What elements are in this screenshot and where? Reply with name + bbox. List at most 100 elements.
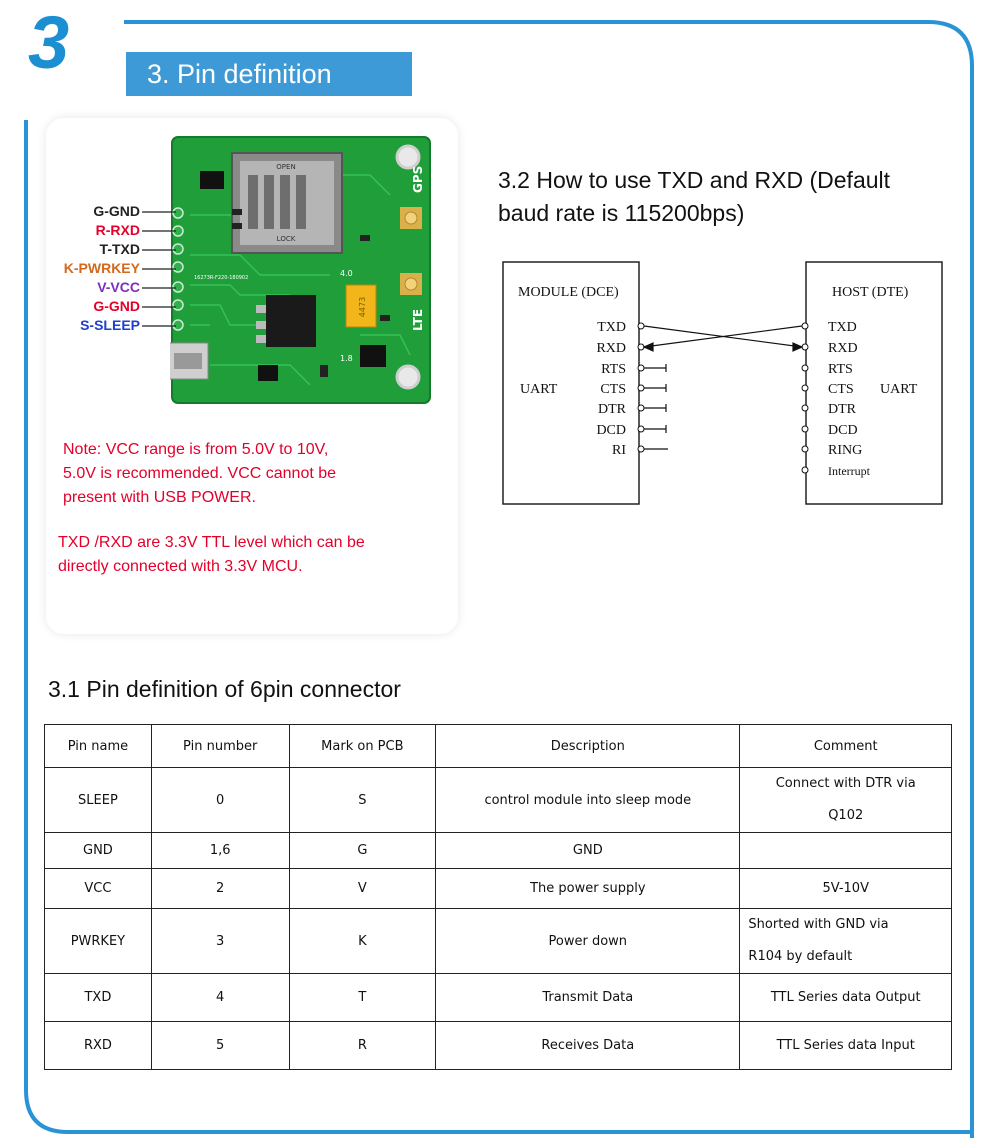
pin-label: G-GND [93,298,140,314]
host-signal: DCD [828,423,858,438]
module-signal: RTS [601,362,626,377]
cell-number: 3 [150,908,290,974]
module-pin-dot [637,445,645,453]
cell-desc: The power supply [435,868,741,909]
silk-open: OPEN [276,163,295,171]
module-signal: CTS [600,382,626,397]
silk-lock: LOCK [277,235,296,243]
section-3-1-heading: 3.1 Pin definition of 6pin connector [48,676,401,702]
pcb-board-image: OPEN LOCK GPS LTE 4473 4.0 16273R-F220-1… [170,136,431,404]
module-pin-dot [637,425,645,433]
cell-desc: Receives Data [435,1021,741,1070]
module-pin-dot [637,404,645,412]
silk-v18: 1.8 [340,354,353,363]
module-pin-dot [637,322,645,330]
section-3-2-line-2: baud rate is 115200bps) [498,200,745,226]
host-signal: RING [828,443,862,458]
module-signal: TXD [597,320,626,335]
module-signal: DCD [596,423,626,438]
module-signal-list: TXD RXD RTS CTS DTR DCD RI [596,320,645,458]
section-title: 3. Pin definition [126,52,412,96]
host-pin-dot [801,466,809,474]
cell-number: 5 [150,1021,290,1070]
cell-mark: R [288,1021,437,1070]
comment-line-2: R104 by default [748,949,853,964]
cell-mark: K [288,908,437,974]
note-line-3: present with USB POWER. [63,489,256,506]
pin-label: K-PWRKEY [63,260,140,276]
module-signal: RI [612,443,626,458]
pin-definition-table: Pin name Pin number Mark on PCB Descript… [44,724,952,1070]
module-label: MODULE (DCE) [518,285,619,300]
section-3-2-heading: 3.2 How to use TXD and RXD (Default baud… [498,164,958,230]
cell-number: 1,6 [150,832,290,869]
comment-line-1: Connect with DTR via [775,776,916,791]
module-uart: UART [520,382,558,397]
cell-comment: 5V-10V [739,868,952,909]
cell-mark: S [288,767,437,833]
host-pin-dot [801,384,809,392]
host-label: HOST (DTE) [832,285,909,300]
module-pin-dot [637,384,645,392]
host-pin-dot [801,364,809,372]
table-header-row: Pin name Pin number Mark on PCB Descript… [44,724,952,768]
cell-name: GND [44,832,152,869]
silk-code: 16273R-F220-180902 [194,275,248,281]
cell-mark: T [288,973,437,1022]
host-signal: RTS [828,362,853,377]
host-pin-dot [801,425,809,433]
host-signal: DTR [828,402,857,417]
note-line-2: 5.0V is recommended. VCC cannot be [63,465,337,482]
comment-line-1: 5V-10V [822,881,869,896]
silk-gps: GPS [411,166,425,193]
col-pin-number: Pin number [150,724,290,768]
module-pin-dot [637,364,645,372]
note-line-5: directly connected with 3.3V MCU. [58,558,303,575]
silk-version: 4.0 [340,269,353,278]
cell-name: RXD [44,1021,152,1070]
host-pin-dot [801,404,809,412]
section-3-2-line-1: 3.2 How to use TXD and RXD (Default [498,167,891,193]
cell-name: SLEEP [44,767,152,833]
host-uart: UART [880,382,918,397]
pin-label: R-RXD [95,222,140,238]
pin-label: V-VCC [97,279,140,295]
host-signal: CTS [828,382,854,397]
uart-connection-diagram: MODULE (DCE) HOST (DTE) UART UART TXD RXD… [502,261,943,505]
note-line-4: TXD /RXD are 3.3V TTL level which can be [58,534,365,551]
comment-line-2: Q102 [828,808,864,823]
col-comment: Comment [739,724,952,768]
comment-line-1: TTL Series data Input [776,1038,915,1053]
section-number: 3 [28,1,70,84]
cell-desc: Power down [435,908,741,974]
note-line-1: Note: VCC range is from 5.0V to 10V, [63,441,329,458]
col-description: Description [435,724,741,768]
pin-leader-lines [142,211,176,327]
cell-desc: control module into sleep mode [435,767,741,833]
cell-number: 4 [150,973,290,1022]
cell-name: PWRKEY [44,908,152,974]
cell-desc: Transmit Data [435,973,741,1022]
comment-line-1: Shorted with GND via [748,917,889,932]
cell-name: TXD [44,973,152,1022]
module-signal: RXD [596,341,626,356]
cell-desc: GND [435,832,741,869]
host-pin-dot [801,445,809,453]
silk-lte: LTE [411,309,425,331]
module-signal: DTR [598,402,627,417]
comment-line-1: TTL Series data Output [770,990,921,1005]
cell-mark: V [288,868,437,909]
cell-number: 2 [150,868,290,909]
cell-mark: G [288,832,437,869]
